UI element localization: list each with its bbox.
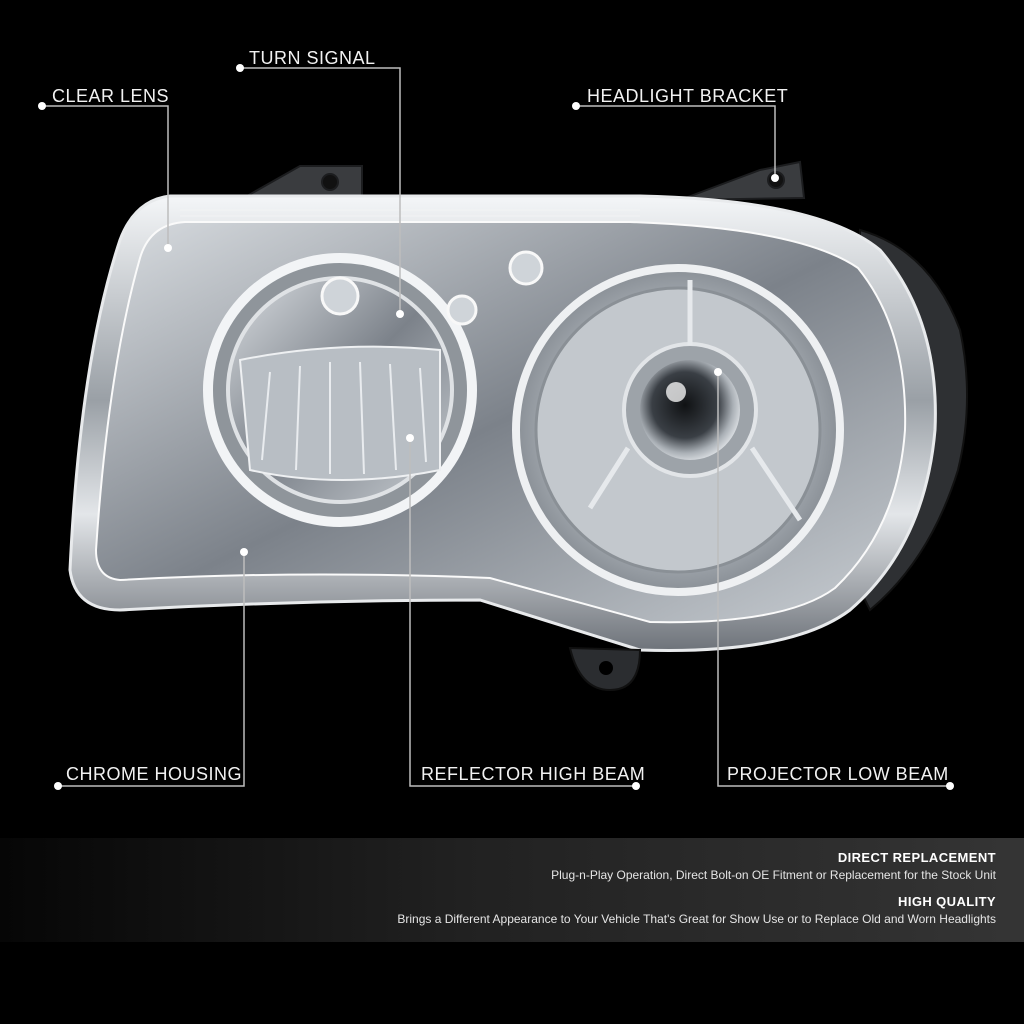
feature-title: HIGH QUALITY	[898, 894, 996, 909]
leader-dots	[38, 64, 954, 790]
feature-title: DIRECT REPLACEMENT	[837, 850, 996, 865]
callout-reflector-high-beam: REFLECTOR HIGH BEAM	[421, 764, 646, 784]
callout-clear-lens: CLEAR LENS	[52, 86, 170, 106]
lens-ridges	[180, 209, 640, 217]
callout-turn-signal: TURN SIGNAL	[249, 48, 376, 68]
projector-low-beam-unit	[508, 250, 844, 596]
feature-banner: DIRECT REPLACEMENT Plug-n-Play Operation…	[0, 838, 1024, 942]
feature-direct-replacement: DIRECT REPLACEMENT Plug-n-Play Operation…	[551, 850, 996, 882]
callout-chrome-housing: CHROME HOUSING	[66, 764, 243, 784]
callout-projector-low-beam: PROJECTOR LOW BEAM	[727, 764, 949, 784]
leader-lines	[42, 67, 950, 787]
feature-description: Plug-n-Play Operation, Direct Bolt-on OE…	[551, 868, 996, 882]
callout-headlight-bracket: HEADLIGHT BRACKET	[587, 86, 789, 106]
feature-high-quality: HIGH QUALITY Brings a Different Appearan…	[397, 894, 996, 926]
feature-description: Brings a Different Appearance to Your Ve…	[397, 912, 996, 926]
reflector-high-beam-unit	[203, 253, 478, 527]
top-bracket	[236, 160, 806, 201]
